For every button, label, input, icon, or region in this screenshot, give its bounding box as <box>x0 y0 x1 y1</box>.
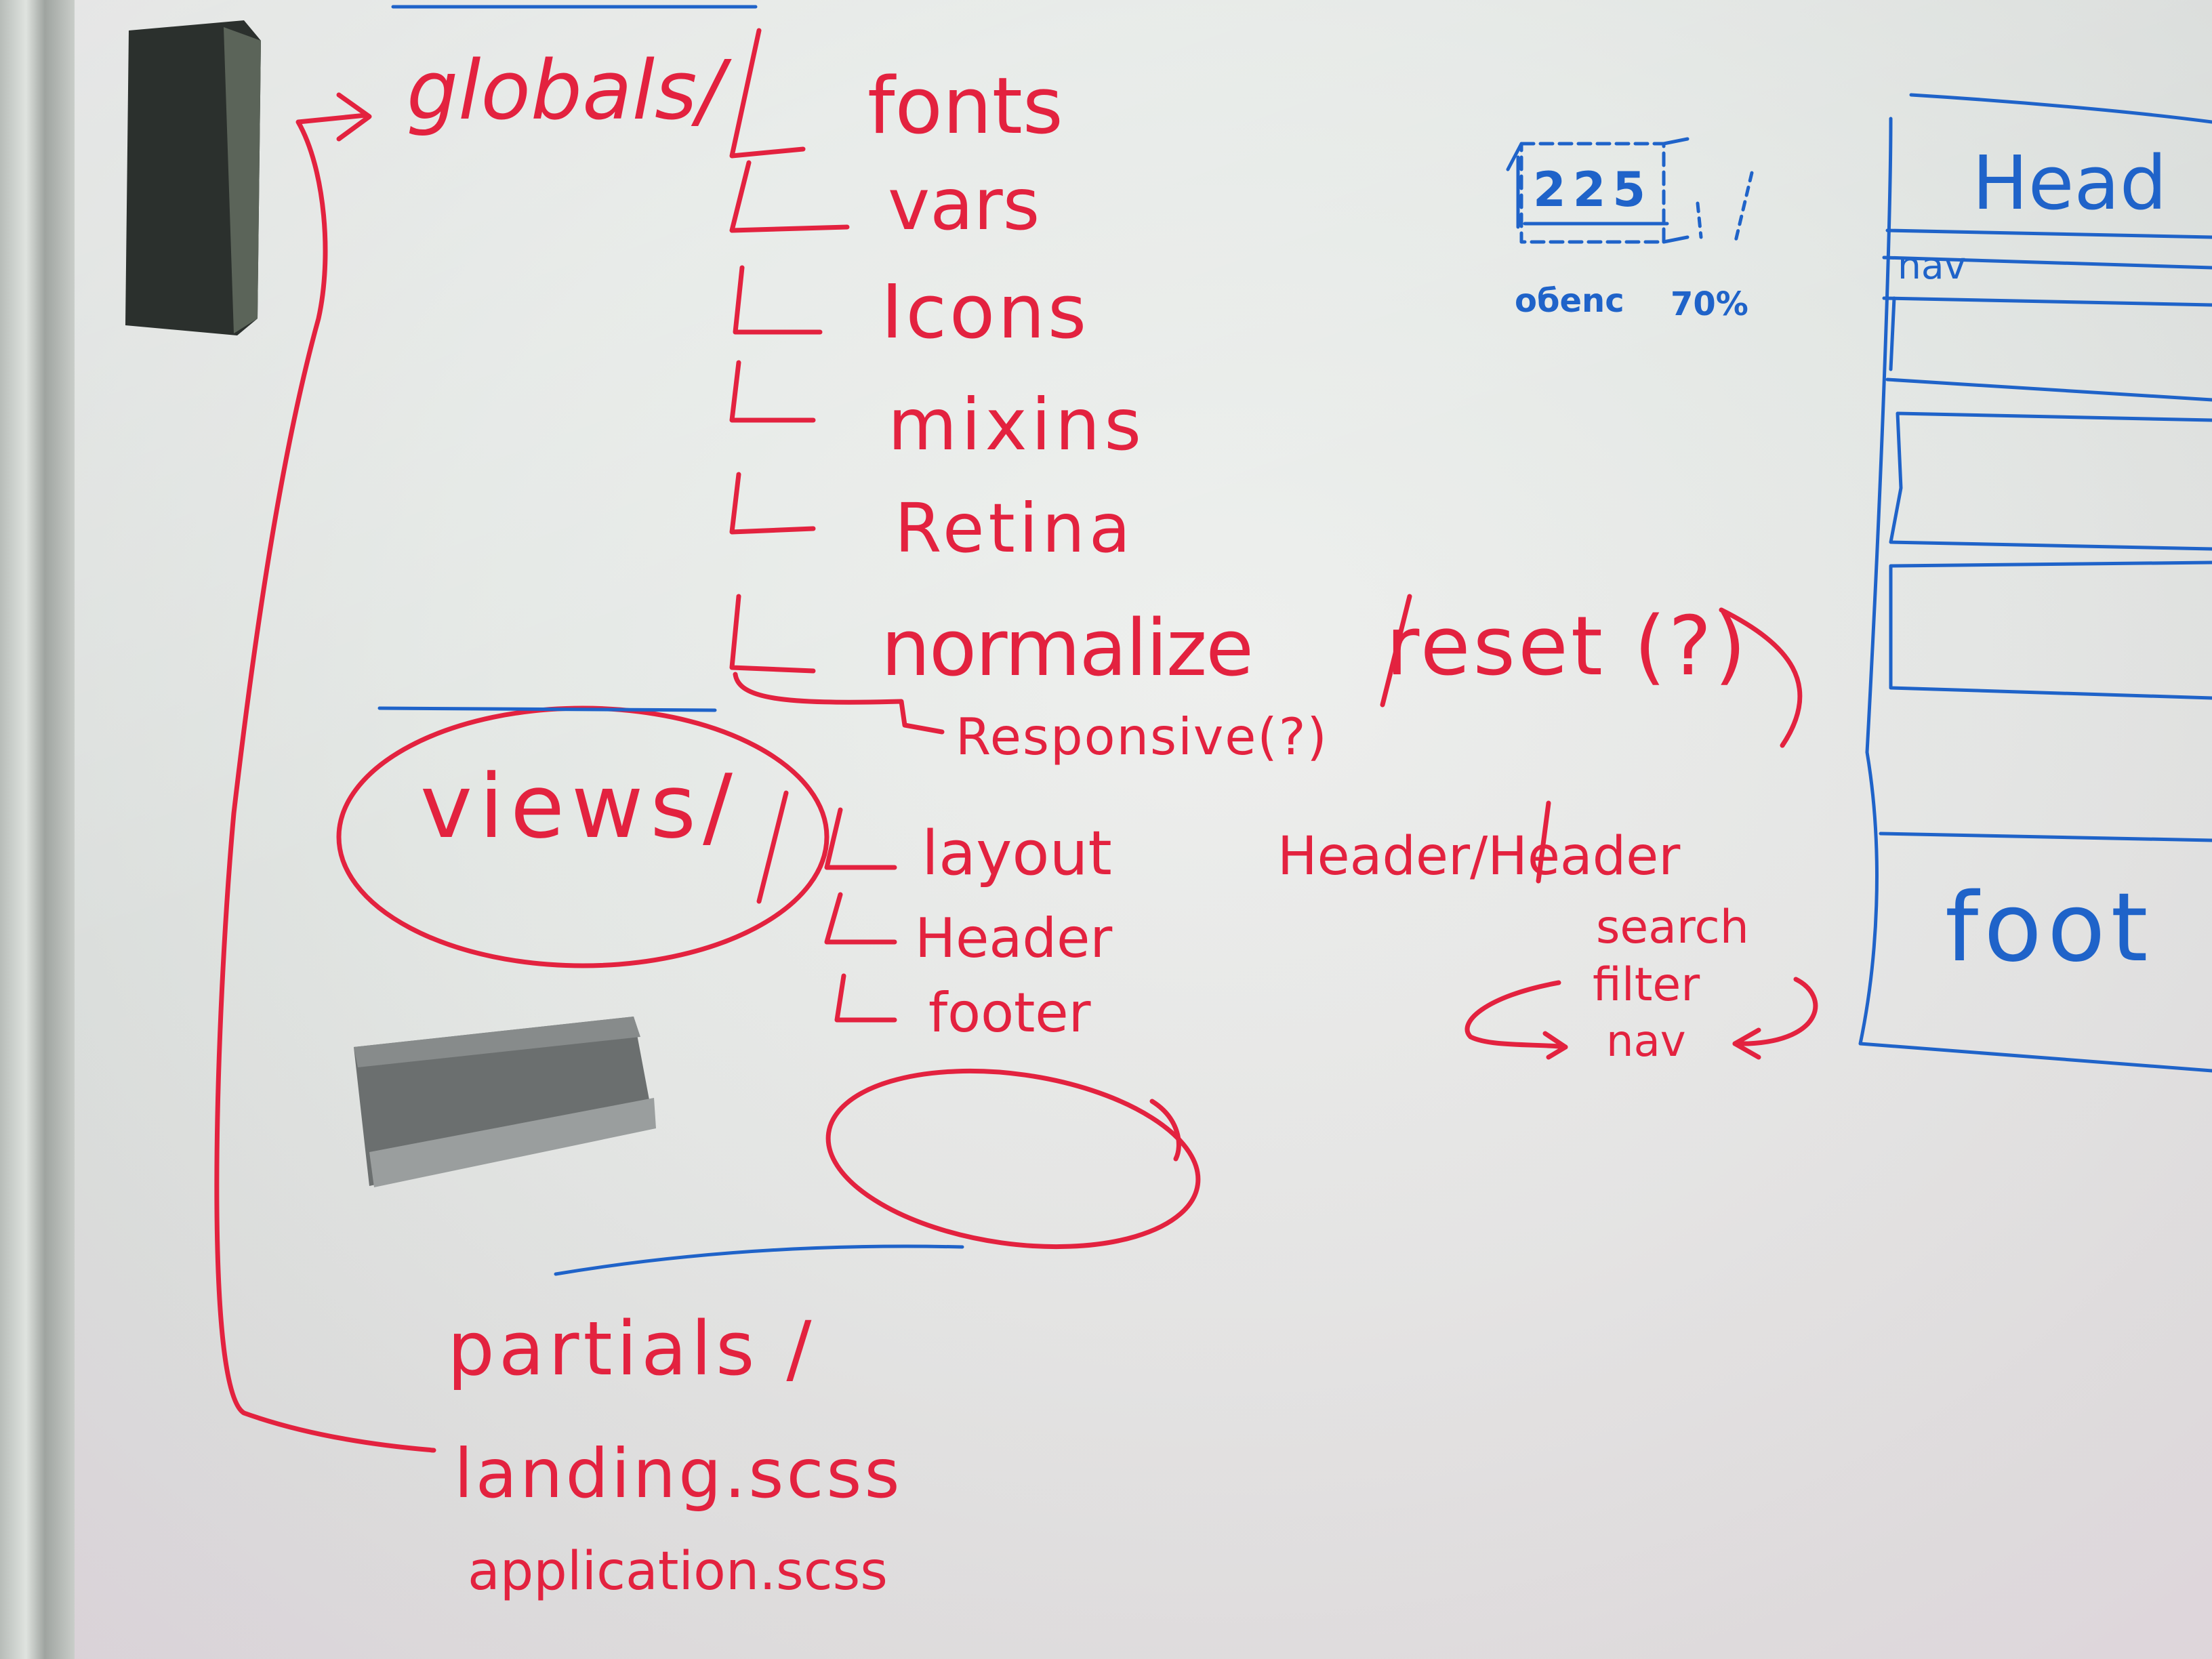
sketch-caption: oбenc <box>1515 282 1624 320</box>
header-note-filter: filter <box>1593 958 1700 1012</box>
empty-circle <box>825 1068 1201 1250</box>
header-note-nav: nav <box>1606 1017 1686 1067</box>
globals-item-icons: Icons <box>881 268 1090 355</box>
wireframe-head-label: Head <box>1972 140 2167 226</box>
header-note-title: Header/Header <box>1277 826 1681 887</box>
views-label: views/ <box>420 755 739 858</box>
views-item-header: Header <box>915 907 1113 970</box>
size-box-value: 225 <box>1533 162 1653 218</box>
whiteboard-frame <box>0 0 75 1659</box>
views-item-layout: layout <box>922 818 1112 889</box>
wireframe-nav-label: nav <box>1898 244 1967 287</box>
globals-item-reset: reset (?) <box>1386 600 1749 694</box>
globals-label: globals/ <box>407 44 724 138</box>
application-scss-file: application.scss <box>468 1541 888 1602</box>
globals-item-responsive: Responsive(?) <box>956 707 1328 766</box>
size-box <box>1519 142 1666 244</box>
globals-item-vars: vars <box>888 163 1040 246</box>
landing-scss-file: landing.scss <box>454 1434 903 1513</box>
views-item-footer: footer <box>928 981 1091 1044</box>
header-note-search: search <box>1596 901 1749 954</box>
globals-item-retina: Retina <box>895 489 1135 568</box>
globals-item-normalize: normalize <box>881 603 1254 694</box>
sketch-percent: 70% <box>1671 285 1748 323</box>
wireframe-foot-label: foot <box>1945 873 2154 983</box>
globals-item-fonts: fonts <box>867 61 1063 152</box>
grey-eraser <box>354 1017 656 1187</box>
partials-label: partials / <box>447 1305 816 1392</box>
globals-item-mixins: mixins <box>888 384 1146 466</box>
arrow-curve <box>214 112 436 1453</box>
whiteboard-surface <box>75 0 2212 1659</box>
arrow-head <box>336 92 372 142</box>
black-magnet <box>125 20 261 335</box>
